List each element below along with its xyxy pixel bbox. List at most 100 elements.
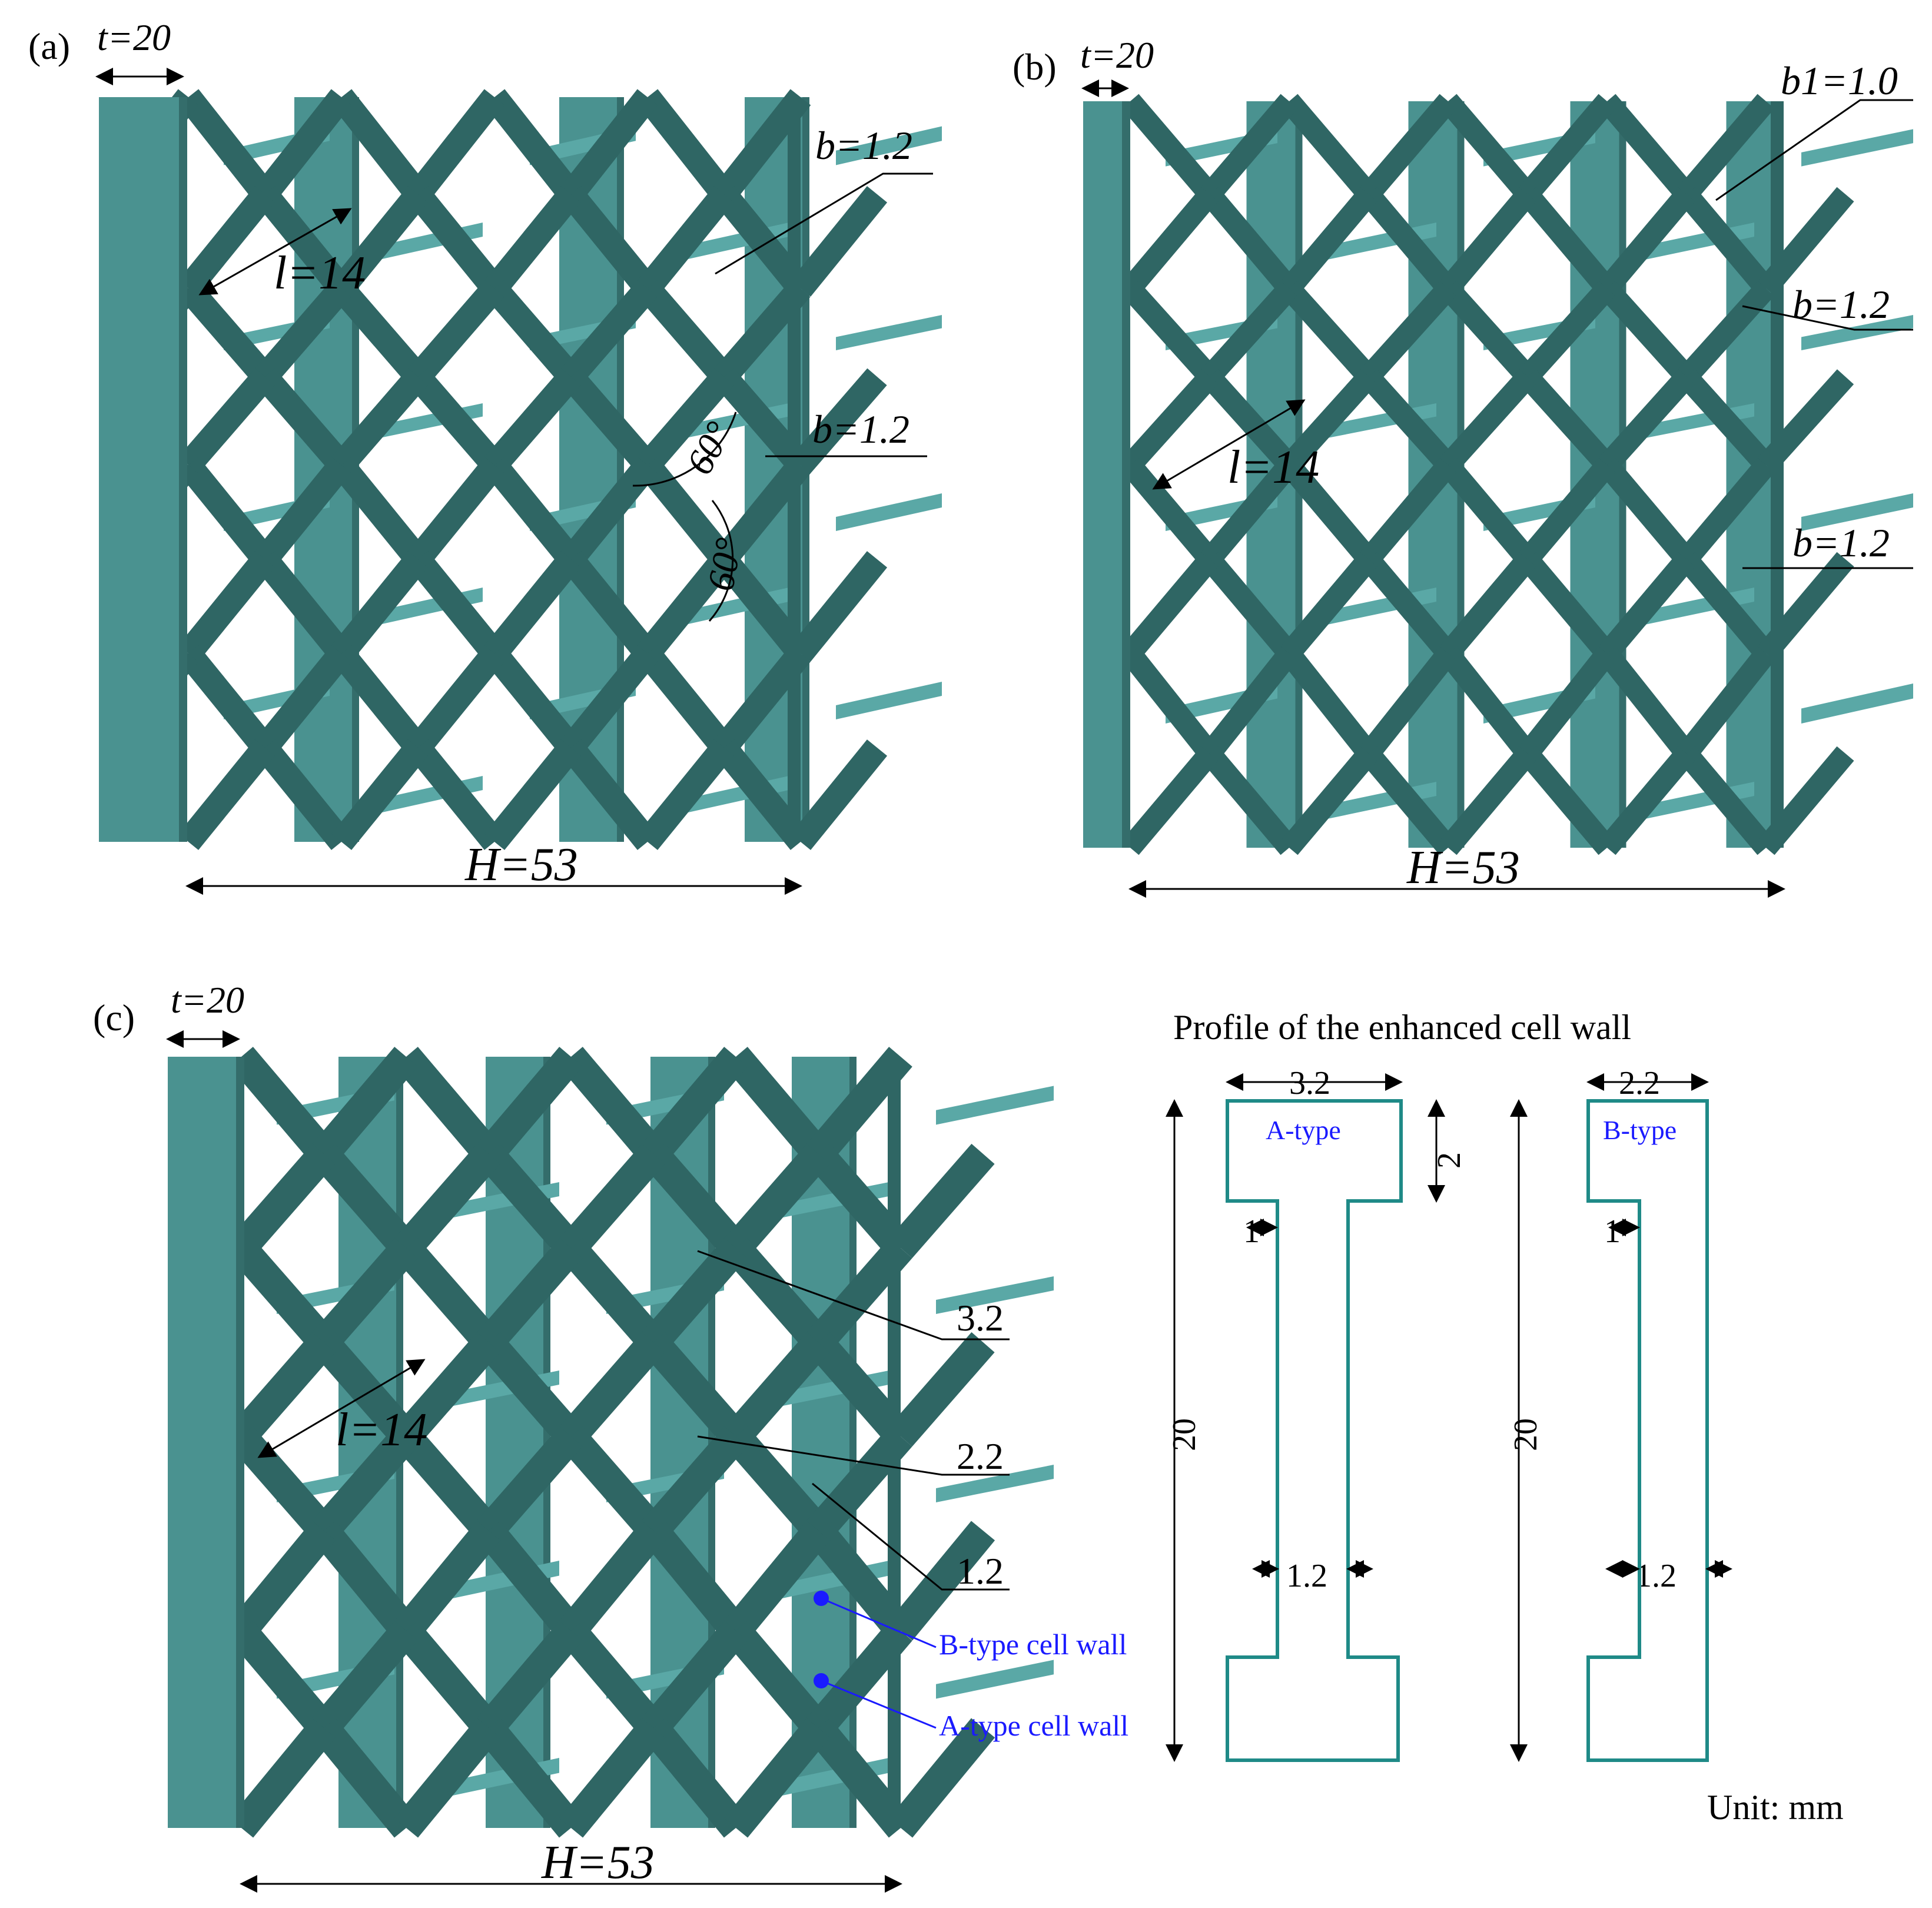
b-type-profile: [1586, 1099, 1709, 1762]
b-b-leader-1: [1742, 305, 1913, 331]
a-l-dimension: [198, 208, 352, 296]
panel-b-b-label-2: b=1.2: [1792, 520, 1890, 565]
diagonal-strut: [477, 1332, 583, 1447]
diagonal-strut: [1360, 94, 1457, 202]
face-sheet-edge: [179, 97, 187, 842]
diagonal-strut: [1439, 187, 1536, 296]
a-type-width: 3.2: [1289, 1065, 1330, 1101]
vertical-web-edge: [849, 1057, 857, 1828]
panel-a-tag: (a): [28, 25, 70, 67]
diagonal-strut: [806, 1426, 912, 1541]
c-dim-22-leader: [697, 1435, 1010, 1476]
diagonal-strut: [642, 1621, 748, 1738]
diagonal-strut: [1598, 281, 1695, 384]
diagonal-strut: [254, 89, 352, 203]
diagonal-strut: [1598, 457, 1695, 567]
diagonal-strut: [559, 1047, 665, 1164]
diagonal-strut: [641, 1718, 748, 1838]
diagonal-strut: [1280, 94, 1377, 202]
diagonal-strut: [637, 186, 735, 297]
b-type-height: 20: [1508, 1418, 1544, 1451]
panel-b-b-label-1: b=1.2: [1792, 282, 1890, 327]
diagonal-strut: [331, 739, 429, 850]
diagonal-strut: [1519, 746, 1616, 855]
diagonal-strut: [407, 186, 505, 297]
diagonal-strut: [312, 1237, 418, 1353]
diagonal-strut: [407, 551, 505, 662]
diagonal-strut: [889, 1143, 995, 1259]
diagonal-strut: [637, 457, 735, 568]
diagonal-strut: [484, 368, 581, 474]
a-angle-arc-1: [632, 412, 737, 487]
diagonal-strut: [484, 186, 582, 297]
diagonal-strut: [484, 457, 582, 568]
diagonal-strut: [407, 89, 505, 203]
panel-a-l-label: l=14: [274, 247, 366, 299]
diagonal-strut: [1519, 369, 1616, 473]
diagonal-strut: [889, 1332, 995, 1447]
diagonal-strut: [638, 280, 734, 386]
diagonal-strut: [637, 551, 735, 662]
diagonal-strut: [331, 645, 429, 756]
diagonal-strut: [1201, 94, 1298, 202]
diagonal-strut: [311, 1718, 419, 1838]
diagonal-strut: [1519, 552, 1616, 661]
diagonal-strut: [806, 1237, 912, 1353]
diagonal-strut: [1439, 552, 1536, 661]
diagonal-strut: [1121, 369, 1219, 473]
diagonal-strut: [178, 280, 275, 386]
diagonal-strut: [331, 368, 428, 474]
diagonal-strut: [1201, 746, 1298, 855]
a-type-web: 1.2: [1286, 1558, 1327, 1594]
diagonal-strut: [1678, 646, 1775, 761]
diagonal-strut: [806, 1047, 912, 1164]
diagonal-strut: [723, 1718, 831, 1838]
diagonal-strut: [637, 739, 735, 850]
diagonal-strut: [229, 1521, 336, 1641]
diagonal-strut: [331, 551, 429, 662]
diagonal-strut: [559, 1718, 666, 1838]
panel-a: [95, 68, 942, 895]
diagonal-strut: [559, 1426, 665, 1541]
cell-wall-face: [1801, 315, 1913, 350]
diagonal-strut: [642, 1426, 748, 1541]
a-type-step: 1: [1243, 1213, 1260, 1250]
diagonal-strut: [178, 89, 275, 203]
diagonal-strut: [1598, 187, 1695, 296]
b-type-width: 2.2: [1619, 1065, 1660, 1101]
face-sheet: [99, 97, 187, 842]
b-type-pointer-dot: [814, 1591, 829, 1606]
diagonal-strut: [1121, 457, 1219, 567]
diagonal-strut: [806, 1621, 912, 1738]
diagonal-strut: [1201, 281, 1298, 384]
cell-wall-face: [836, 126, 942, 165]
diagonal-strut: [331, 186, 429, 297]
panel-b-l-label: l=14: [1227, 442, 1319, 493]
diagonal-strut: [178, 739, 275, 850]
diagonal-strut: [1201, 187, 1298, 296]
diagonal-strut: [1678, 552, 1775, 661]
diagonal-strut: [806, 1718, 913, 1838]
diagonal-strut: [178, 645, 275, 756]
diagonal-strut: [560, 457, 658, 568]
diagonal-strut: [1121, 746, 1219, 855]
diagonal-strut: [806, 1521, 913, 1641]
diagonal-strut: [560, 551, 658, 662]
diagonal-strut: [641, 1521, 748, 1641]
diagonal-strut: [1519, 187, 1616, 296]
face-sheet-edge: [1122, 101, 1130, 848]
diagonal-strut: [484, 551, 582, 662]
diagonal-strut: [559, 1621, 665, 1738]
diagonal-strut: [1360, 187, 1457, 296]
diagonal-strut: [1121, 646, 1219, 761]
diagonal-strut: [408, 368, 504, 474]
a-type-pointer-dot: [814, 1673, 829, 1688]
diagonal-strut: [806, 1332, 912, 1447]
diagonal-strut: [888, 1521, 995, 1641]
diagonal-strut: [1519, 94, 1616, 202]
diagonal-strut: [178, 551, 275, 662]
diagonal-strut: [560, 739, 658, 850]
diagonal-strut: [476, 1718, 583, 1838]
diagonal-strut: [394, 1521, 501, 1641]
diagonal-strut: [724, 1621, 830, 1738]
